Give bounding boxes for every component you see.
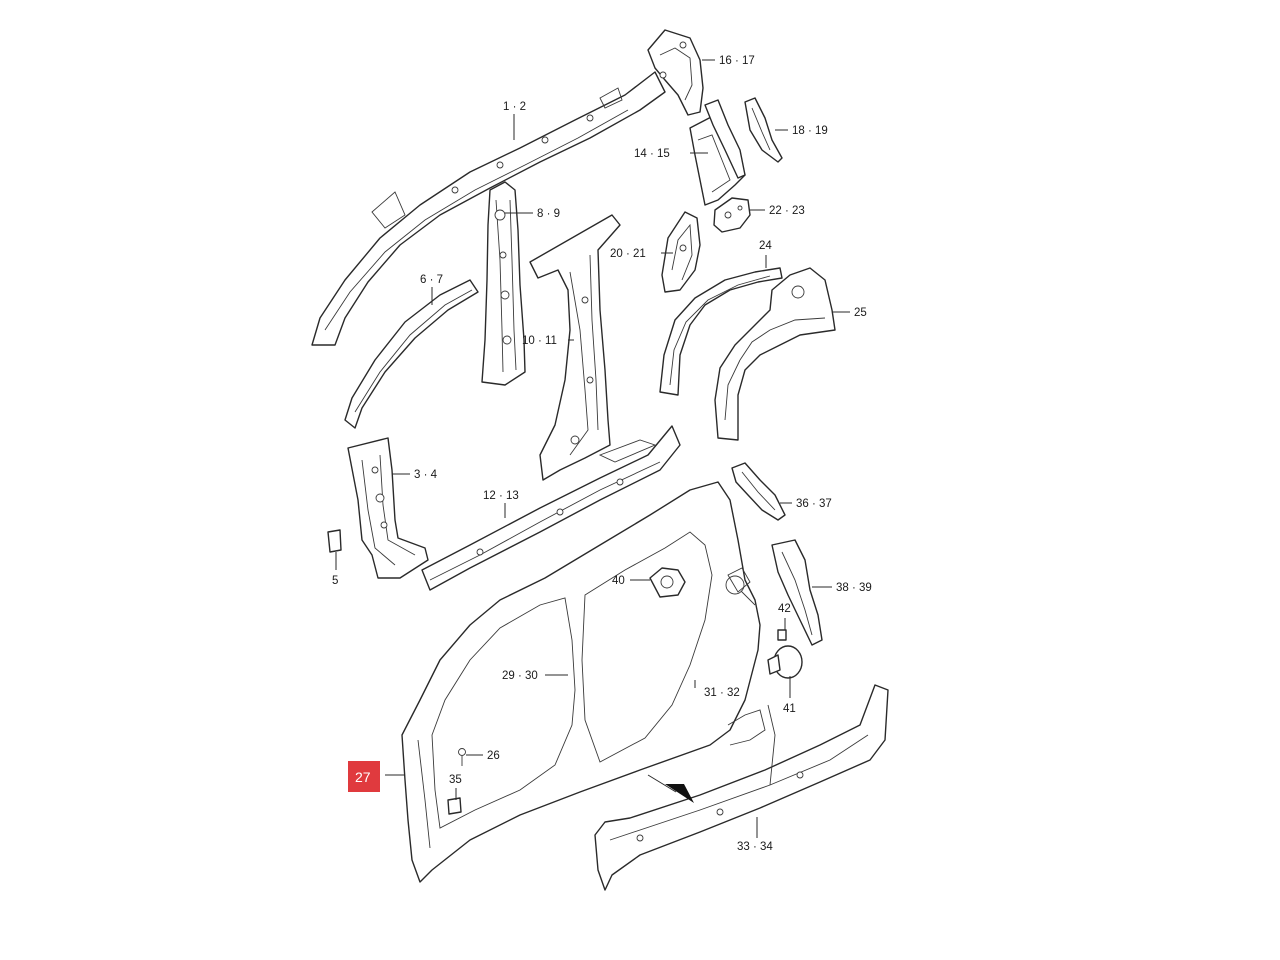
callout-labels: 1 · 2 16 · 17 18 · 19 14 · 15 8 · 9 22 ·…	[332, 55, 872, 853]
label-40: 40	[612, 575, 625, 587]
part-front-pillar-upper	[344, 279, 479, 429]
part-center-pillar-inner	[481, 181, 526, 386]
part-fuel-lid	[767, 645, 803, 679]
part-40	[649, 567, 686, 598]
label-27: 27	[355, 769, 371, 785]
leader-lines	[335, 59, 850, 838]
part-20-21	[661, 211, 701, 293]
label-42: 42	[778, 603, 791, 615]
label-1-2: 1 · 2	[503, 101, 526, 113]
label-3-4: 3 · 4	[414, 469, 438, 481]
part-clip-26	[458, 748, 466, 766]
label-38-39: 38 · 39	[836, 582, 872, 594]
label-22-23: 22 · 23	[769, 205, 805, 217]
part-wheelhouse-inner	[659, 267, 783, 396]
part-38-39	[771, 539, 823, 646]
label-33-34: 33 · 34	[737, 841, 773, 853]
label-35: 35	[449, 774, 462, 786]
part-front-pillar-lower	[347, 437, 429, 579]
label-6-7: 6 · 7	[420, 274, 443, 286]
label-12-13: 12 · 13	[483, 490, 519, 502]
part-22-23	[713, 197, 751, 233]
label-18-19: 18 · 19	[792, 125, 828, 137]
label-8-9: 8 · 9	[537, 208, 560, 220]
part-wheelhouse-outer	[714, 267, 836, 441]
label-16-17: 16 · 17	[719, 55, 755, 67]
label-41: 41	[783, 703, 796, 715]
label-20-21: 20 · 21	[610, 248, 646, 260]
label-24: 24	[759, 240, 772, 252]
label-36-37: 36 · 37	[796, 498, 832, 510]
part-18-19	[744, 97, 783, 163]
part-rocker-outer	[594, 684, 889, 891]
part-14-15	[689, 99, 746, 206]
part-roof-side-rail	[311, 71, 666, 346]
exploded-view-arrow	[647, 774, 694, 803]
part-side-sill-inner	[421, 425, 681, 591]
label-31-32: 31 · 32	[704, 687, 740, 699]
part-small-plate	[327, 529, 342, 553]
part-16-17	[647, 29, 704, 116]
label-5: 5	[332, 575, 338, 587]
part-35	[447, 797, 462, 815]
label-10-11: 10 · 11	[522, 335, 557, 347]
highlight-badge	[348, 761, 380, 792]
part-36-37	[731, 462, 786, 521]
label-26: 26	[487, 750, 500, 762]
label-14-15: 14 · 15	[634, 148, 670, 160]
highlighted-callout-27: 27	[348, 761, 380, 792]
label-25: 25	[854, 307, 867, 319]
part-clip-42	[777, 629, 787, 641]
label-29-30: 29 · 30	[502, 670, 538, 682]
part-center-pillar-outer	[529, 214, 621, 481]
